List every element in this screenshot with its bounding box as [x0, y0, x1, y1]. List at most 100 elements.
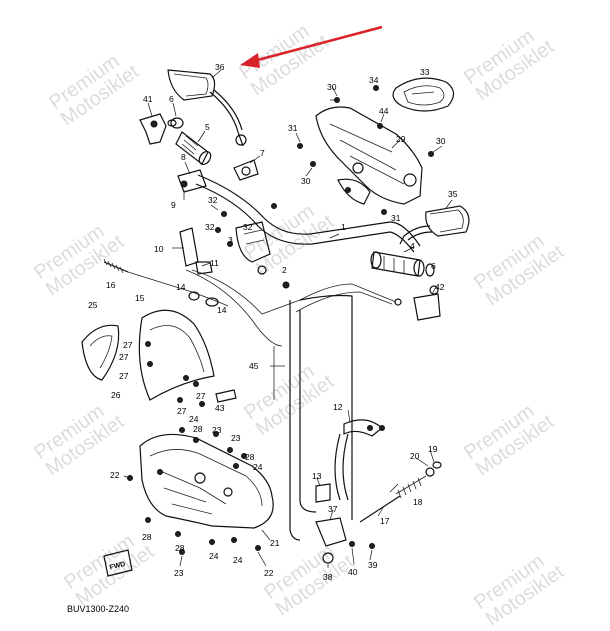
- red-arrow: [240, 25, 383, 68]
- callout-18: 18: [413, 497, 423, 507]
- throttle-body-cable: [359, 461, 442, 523]
- callout-12: 12: [333, 402, 343, 412]
- callout-9: 9: [171, 200, 176, 210]
- callout-19: 19: [428, 444, 438, 454]
- callout-34: 34: [369, 75, 379, 85]
- callout-32: 32: [208, 195, 218, 205]
- callout-20: 20: [410, 451, 420, 461]
- callout-2: 2: [282, 265, 287, 275]
- callout-15: 15: [135, 293, 145, 303]
- callout-28: 28: [175, 543, 185, 553]
- lever-assembly: [334, 419, 385, 501]
- callout-7: 7: [260, 148, 265, 158]
- fwd-indicator: FWD: [103, 549, 133, 577]
- callout-14: 14: [176, 282, 186, 292]
- callout-23: 23: [231, 433, 241, 443]
- fasteners-upper: [297, 85, 434, 215]
- callout-30: 30: [436, 136, 446, 146]
- callout-24: 24: [253, 462, 263, 472]
- diagram-code: BUV1300-Z240: [67, 604, 130, 614]
- callout-32: 32: [205, 222, 215, 232]
- left-grip: [175, 131, 212, 166]
- bar-end-left: [167, 117, 184, 129]
- cable-holder: [315, 483, 331, 503]
- grommets: [188, 291, 219, 307]
- callout-31: 31: [391, 213, 401, 223]
- callout-39: 39: [368, 560, 378, 570]
- callout-6: 6: [169, 94, 174, 104]
- right-mirror: [399, 205, 470, 245]
- callout-42: 42: [435, 282, 445, 292]
- callout-24: 24: [209, 551, 219, 561]
- throttle-cables: [273, 294, 353, 541]
- callout-40: 40: [348, 567, 358, 577]
- callout-22: 22: [264, 568, 274, 578]
- callout-21: 21: [270, 538, 280, 548]
- callout-43: 43: [215, 403, 225, 413]
- callout-30: 30: [327, 82, 337, 92]
- rubber-part: [215, 389, 237, 403]
- callout-25: 25: [88, 300, 98, 310]
- callout-27: 27: [196, 391, 206, 401]
- callout-32: 32: [243, 222, 253, 232]
- callout-23: 23: [174, 568, 184, 578]
- callout-27: 27: [119, 352, 129, 362]
- callout-22: 22: [110, 470, 120, 480]
- callout-30: 30: [301, 176, 311, 186]
- handlebar: [195, 174, 421, 253]
- callout-36: 36: [215, 62, 225, 72]
- callout-38: 38: [323, 572, 333, 582]
- callout-35: 35: [448, 189, 458, 199]
- fwd-label: FWD: [109, 561, 126, 572]
- callout-11: 11: [210, 258, 219, 268]
- callout-13: 13: [312, 471, 322, 481]
- callout-5: 5: [205, 122, 210, 132]
- callout-28: 28: [142, 532, 152, 542]
- lower-clamp: [215, 203, 290, 289]
- callout-37: 37: [328, 504, 338, 514]
- bar-end-right: [425, 263, 435, 277]
- callout-44: 44: [379, 106, 389, 116]
- callout-27: 27: [177, 406, 187, 416]
- callout-41: 41: [143, 94, 153, 104]
- callout-28: 28: [245, 452, 255, 462]
- callout-28: 28: [193, 424, 203, 434]
- handlebar-clamps: [177, 159, 259, 193]
- callout-24: 24: [189, 414, 199, 424]
- callout-27: 27: [123, 340, 133, 350]
- front-cowl: [127, 427, 274, 555]
- cable-assembly: [103, 258, 402, 347]
- right-grip: [370, 251, 425, 277]
- callout-26: 26: [111, 390, 121, 400]
- callout-1: 1: [341, 222, 346, 232]
- callout-10: 10: [154, 244, 164, 254]
- meter-bracket: [315, 106, 423, 205]
- callout-8: 8: [181, 152, 186, 162]
- callout-4: 4: [410, 241, 415, 251]
- right-switch: [413, 285, 441, 321]
- callout-24: 24: [233, 555, 243, 565]
- callout-31: 31: [288, 123, 298, 133]
- mirror-bracket: [139, 113, 167, 145]
- windscreen: [138, 309, 215, 407]
- callout-17: 17: [380, 516, 390, 526]
- small-cover: [81, 324, 120, 381]
- callout-labels: 36 41 6 5 8 7 9 32 32 32 3 10 11 2 1 16 …: [88, 62, 458, 582]
- leader-lines: [123, 69, 453, 568]
- callout-29: 29: [396, 134, 406, 144]
- cable-bracket-lower: [315, 517, 375, 564]
- callout-6: 6: [431, 261, 436, 271]
- instrument-cluster: [392, 77, 455, 112]
- callout-3: 3: [228, 235, 233, 245]
- callout-23: 23: [212, 425, 222, 435]
- left-mirror: [167, 69, 247, 147]
- callout-27: 27: [119, 371, 129, 381]
- callout-33: 33: [420, 67, 430, 77]
- callout-16: 16: [106, 280, 116, 290]
- callout-45: 45: [249, 361, 259, 371]
- clutch-switch: [179, 227, 213, 275]
- callout-14: 14: [217, 305, 227, 315]
